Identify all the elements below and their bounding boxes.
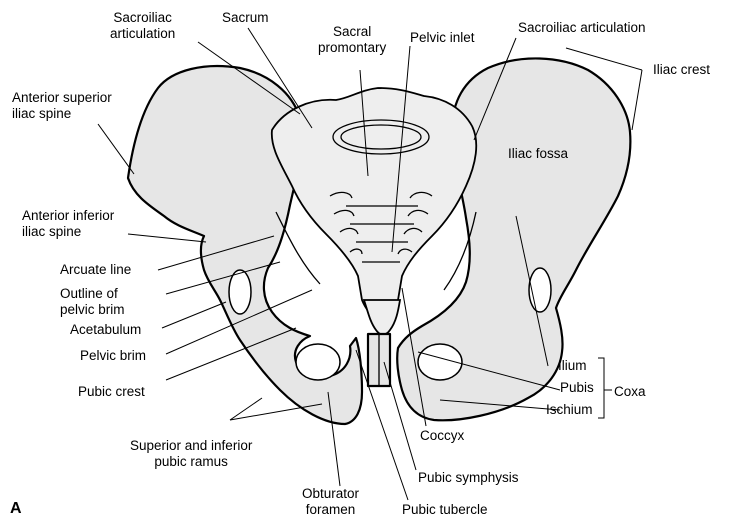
label-superior-inferior-pubic-ramus: Superior and inferior pubic ramus: [130, 438, 252, 470]
left-obturator-foramen: [296, 344, 340, 380]
label-line: Anterior superior: [12, 90, 112, 106]
label-anterior-inferior-iliac-spine: Anterior inferior iliac spine: [22, 208, 114, 240]
label-line: Superior and inferior: [130, 438, 252, 454]
label-line: Pubic symphysis: [418, 470, 519, 486]
label-line: pubic ramus: [130, 454, 252, 470]
label-line: pelvic brim: [60, 302, 125, 318]
right-acetabulum: [529, 268, 551, 312]
label-line: Obturator: [302, 486, 359, 502]
label-sacrum: Sacrum: [222, 10, 269, 26]
label-line: iliac spine: [12, 106, 112, 122]
label-line: foramen: [302, 502, 359, 518]
label-line: Sacroiliac articulation: [518, 20, 646, 36]
label-line: Coccyx: [420, 428, 464, 444]
label-line: Iliac fossa: [508, 146, 568, 162]
sacrum-shape: [272, 88, 476, 320]
label-line: Pelvic brim: [80, 348, 146, 364]
label-iliac-fossa: Iliac fossa: [508, 146, 568, 162]
label-ischium: Ischium: [546, 402, 593, 418]
label-ilium: Ilium: [558, 358, 587, 374]
label-anterior-superior-iliac-spine: Anterior superior iliac spine: [12, 90, 112, 122]
label-line: Outline of: [60, 286, 125, 302]
label-line: Pubic crest: [78, 384, 145, 400]
label-line: promontary: [318, 40, 386, 56]
label-sacroiliac-articulation-right: Sacroiliac articulation: [518, 20, 646, 36]
label-coxa: Coxa: [614, 384, 646, 400]
label-line: Ilium: [558, 358, 587, 374]
label-arcuate-line: Arcuate line: [60, 262, 131, 278]
label-line: Acetabulum: [70, 322, 141, 338]
label-outline-of-pelvic-brim: Outline of pelvic brim: [60, 286, 125, 318]
label-line: Arcuate line: [60, 262, 131, 278]
label-acetabulum: Acetabulum: [70, 322, 141, 338]
label-line: Coxa: [614, 384, 646, 400]
label-line: Sacral: [318, 24, 386, 40]
label-coccyx: Coccyx: [420, 428, 464, 444]
label-line: Anterior inferior: [22, 208, 114, 224]
left-acetabulum: [229, 270, 251, 314]
label-line: Pelvic inlet: [410, 30, 475, 46]
label-iliac-crest: Iliac crest: [653, 62, 710, 78]
label-obturator-foramen: Obturator foramen: [302, 486, 359, 518]
label-line: Ischium: [546, 402, 593, 418]
label-line: Pubis: [560, 380, 594, 396]
label-pubis: Pubis: [560, 380, 594, 396]
label-line: Sacroiliac: [110, 10, 175, 26]
label-sacroiliac-articulation-left: Sacroiliac articulation: [110, 10, 175, 42]
label-pubic-crest: Pubic crest: [78, 384, 145, 400]
label-pelvic-brim: Pelvic brim: [80, 348, 146, 364]
label-pubic-tubercle: Pubic tubercle: [402, 502, 488, 518]
label-sacral-promontary: Sacral promontary: [318, 24, 386, 56]
label-line: iliac spine: [22, 224, 114, 240]
label-line: Pubic tubercle: [402, 502, 488, 518]
label-pelvic-inlet: Pelvic inlet: [410, 30, 475, 46]
label-line: articulation: [110, 26, 175, 42]
label-line: Iliac crest: [653, 62, 710, 78]
label-line: Sacrum: [222, 10, 269, 26]
coccyx-shape: [364, 300, 400, 335]
panel-letter: A: [10, 500, 22, 518]
label-pubic-symphysis: Pubic symphysis: [418, 470, 519, 486]
